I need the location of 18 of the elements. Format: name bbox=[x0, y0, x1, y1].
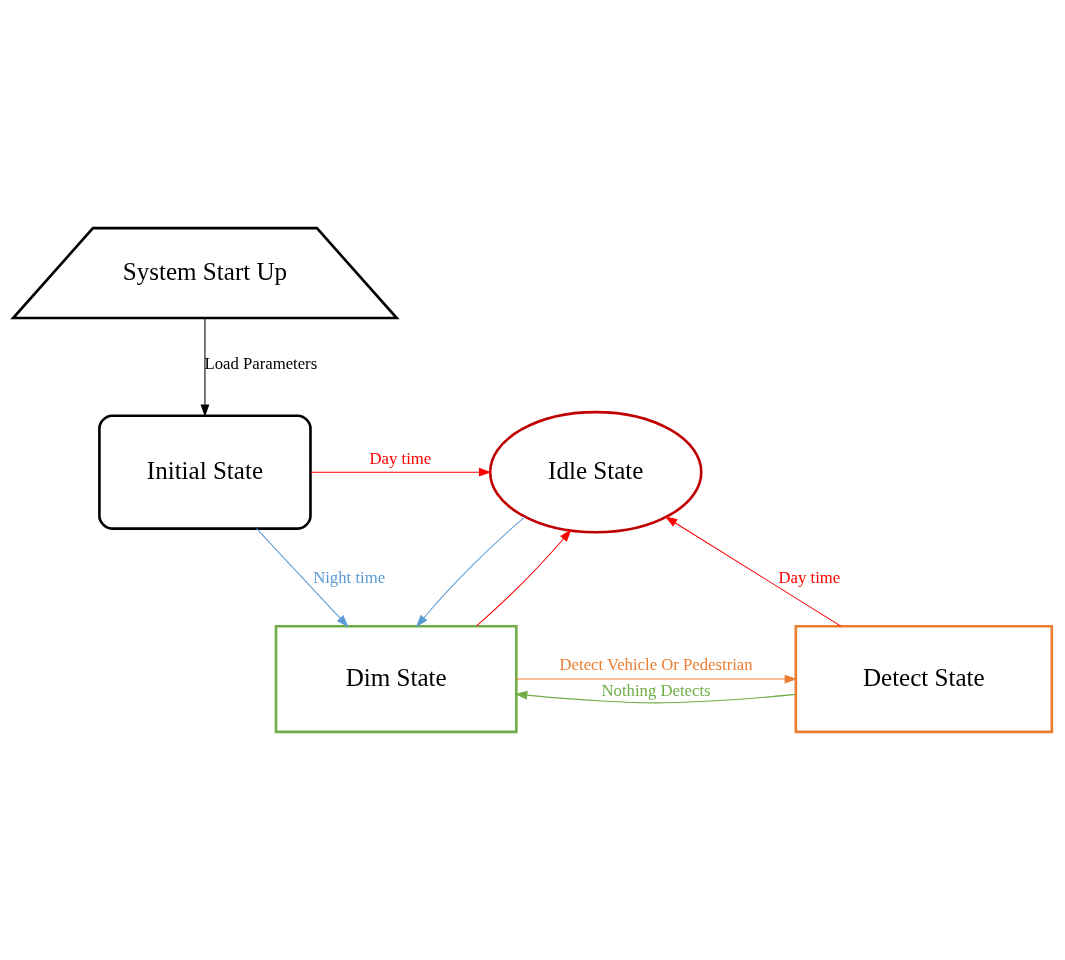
arrow bbox=[416, 516, 526, 628]
arrow bbox=[514, 690, 797, 704]
arrow bbox=[256, 528, 349, 628]
node-box: Dim State bbox=[274, 625, 518, 734]
arrow bbox=[310, 467, 492, 477]
arrow bbox=[664, 516, 842, 627]
node-box: Initial State bbox=[98, 414, 312, 530]
arrow bbox=[200, 317, 210, 417]
node-ellipse: Idle State bbox=[488, 410, 703, 534]
edge-label: Nothing Detects bbox=[601, 680, 711, 700]
edge-label: Night time bbox=[313, 568, 386, 588]
arrow bbox=[476, 529, 572, 627]
edge-label: Day time bbox=[369, 448, 432, 468]
edge-label: Load Parameters bbox=[204, 354, 318, 374]
edge-label: Detect Vehicle Or Pedestrian bbox=[559, 655, 753, 675]
node-box: Detect State bbox=[794, 625, 1054, 734]
arrow bbox=[516, 674, 798, 684]
edge-label: Day time bbox=[778, 568, 841, 588]
